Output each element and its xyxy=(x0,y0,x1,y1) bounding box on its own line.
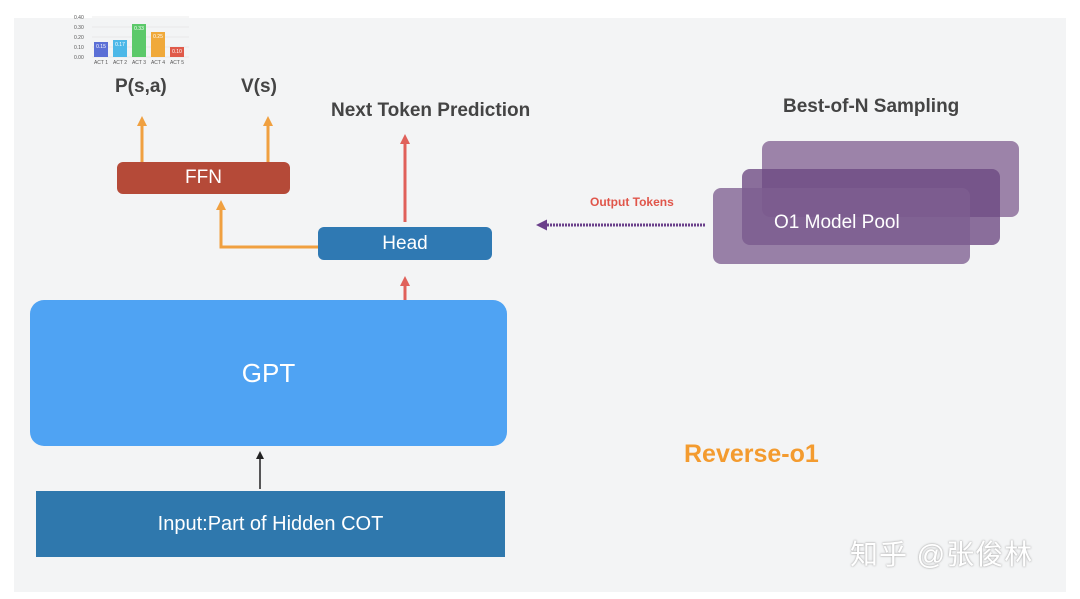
input-box: Input:Part of Hidden COT xyxy=(36,491,505,557)
chart-bar xyxy=(151,32,165,57)
chart-category-label: ACT 5 xyxy=(170,60,184,66)
reverse-o1-title: Reverse-o1 xyxy=(684,440,819,468)
chart-y-tick-label: 0.10 xyxy=(74,45,84,51)
ffn-box: FFN xyxy=(117,162,290,194)
chart-category-label: ACT 1 xyxy=(94,60,108,66)
head-box: Head xyxy=(318,227,492,260)
best-of-n-sampling-title: Best-of-N Sampling xyxy=(783,96,960,117)
chart-bar xyxy=(132,24,146,57)
chart-bar xyxy=(113,40,127,57)
next-token-prediction-title: Next Token Prediction xyxy=(331,100,531,121)
chart-data-label: 0.17 xyxy=(115,42,125,48)
chart-y-tick-label: 0.00 xyxy=(74,55,84,61)
chart-y-tick-label: 0.30 xyxy=(74,25,84,31)
output-tokens-label: Output Tokens xyxy=(590,195,674,209)
chart-category-label: ACT 2 xyxy=(113,60,127,66)
chart-data-label: 0.25 xyxy=(153,34,163,40)
chart-data-label: 0.15 xyxy=(96,44,106,50)
chart-y-tick-label: 0.20 xyxy=(74,35,84,41)
chart-category-label: ACT 3 xyxy=(132,60,146,66)
arrow-head-to-ffn xyxy=(216,200,318,249)
watermark: 知乎 @张俊林 xyxy=(850,539,1034,570)
model-pool-card-front xyxy=(713,188,970,264)
gpt-box: GPT xyxy=(30,300,507,446)
chart-bar xyxy=(170,47,184,57)
chart-category-label: ACT 4 xyxy=(151,60,165,66)
chart-y-tick-label: 0.40 xyxy=(74,15,84,21)
chart-data-label: 0.33 xyxy=(134,26,144,32)
value-label: V(s) xyxy=(241,76,277,97)
chart-data-label: 0.10 xyxy=(172,49,182,55)
model-pool-label: O1 Model Pool xyxy=(774,212,900,233)
chart-bar xyxy=(94,42,108,57)
policy-label: P(s,a) xyxy=(115,76,167,97)
